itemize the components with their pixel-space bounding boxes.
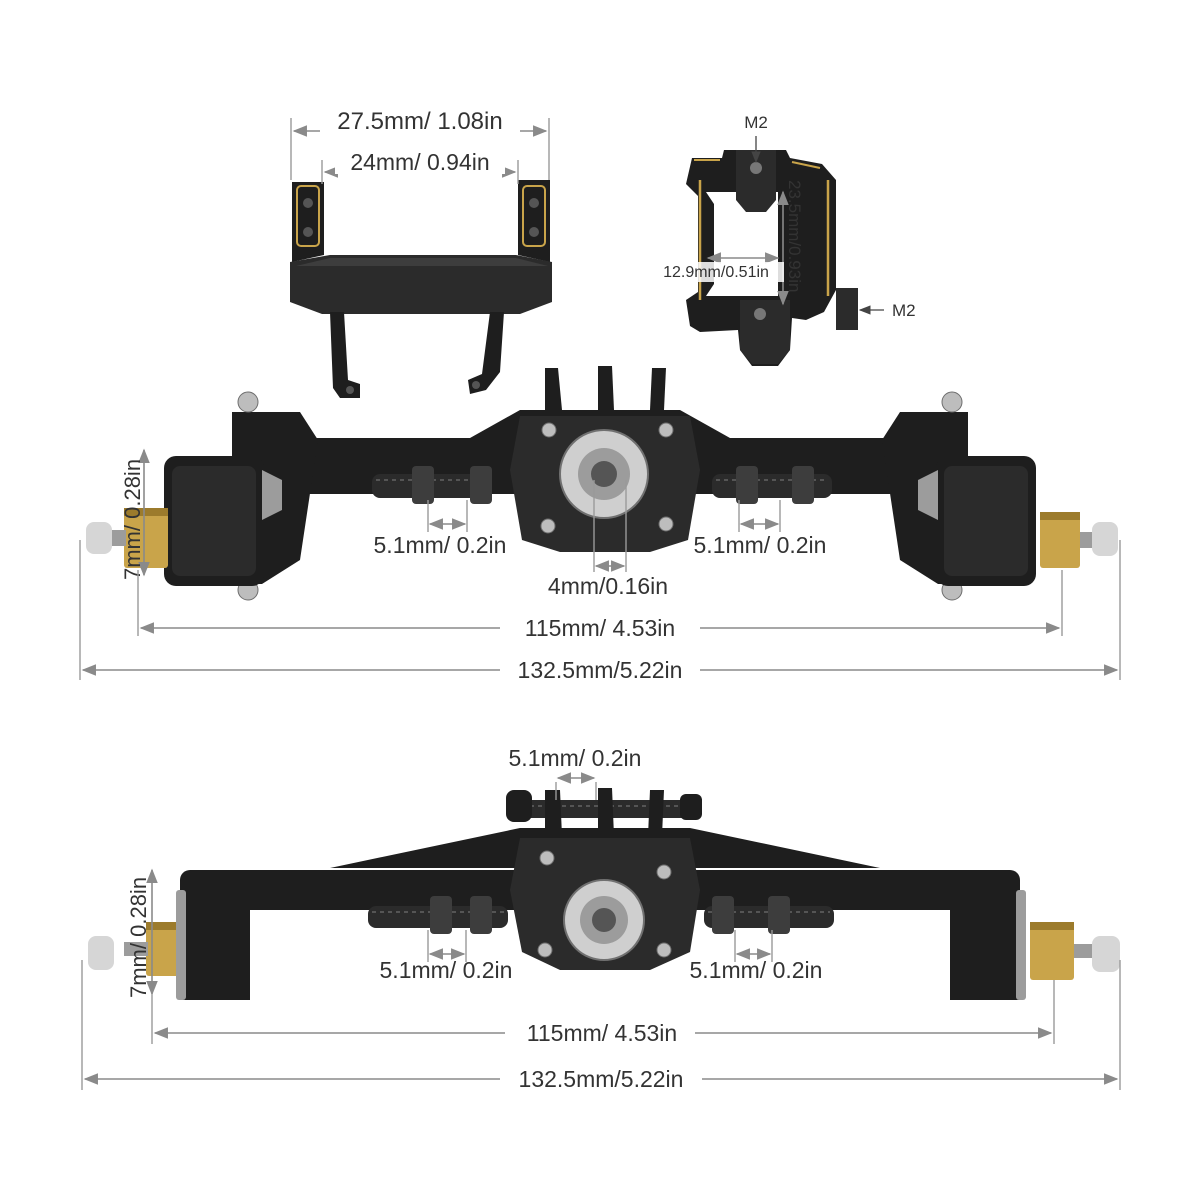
rear-link-left-label: 5.1mm/ 0.2in — [380, 957, 513, 983]
knuckle-side-screw-label: M2 — [892, 301, 916, 320]
rear-axle-assembly — [88, 788, 1120, 1000]
knuckle-height-label: 23.5mm/0.93in — [785, 180, 804, 292]
front-axle-assembly — [86, 366, 1118, 601]
front-hex-height-label: 7mm/ 0.28in — [120, 459, 145, 580]
front-pinion-bore-label: 4mm/0.16in — [548, 573, 668, 599]
mount-inner-width-label: 24mm/ 0.94in — [350, 149, 489, 175]
knuckle-width-label: 12.9mm/0.51in — [663, 264, 769, 281]
rear-hex-height-label: 7mm/ 0.28in — [126, 877, 151, 998]
rear-top-link-label: 5.1mm/ 0.2in — [509, 745, 642, 771]
front-total-span-label: 132.5mm/5.22in — [518, 657, 683, 683]
front-hub-span-label: 115mm/ 4.53in — [525, 615, 675, 641]
rear-total-span-label: 132.5mm/5.22in — [519, 1066, 684, 1092]
mount-outer-width-label: 27.5mm/ 1.08in — [337, 108, 502, 135]
rear-hub-span-label: 115mm/ 4.53in — [527, 1020, 677, 1046]
rear-link-right-label: 5.1mm/ 0.2in — [690, 957, 823, 983]
front-link-left-label: 5.1mm/ 0.2in — [374, 532, 507, 558]
knuckle-top-screw-label: M2 — [744, 113, 768, 132]
link-mount-bracket — [290, 180, 552, 398]
front-link-right-label: 5.1mm/ 0.2in — [694, 532, 827, 558]
